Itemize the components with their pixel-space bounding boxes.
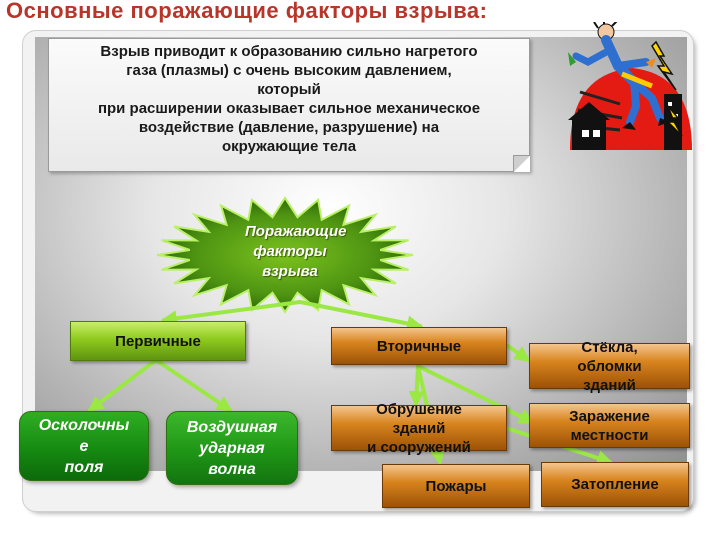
flooding-label: Затопление — [571, 476, 659, 493]
building-collapse-line: Обрушение — [376, 400, 462, 418]
secondary-factors-label: Вторичные — [376, 337, 462, 355]
building-collapse-line: и сооружений — [367, 438, 471, 456]
fragment-fields-line: е — [79, 437, 89, 455]
explanation-note: Взрыв приводит к образованию сильно нагр… — [48, 38, 530, 172]
building-collapse-line: зданий — [392, 419, 446, 437]
primary-factors-label: Первичные — [115, 332, 201, 350]
glass-debris-line: обломки — [577, 357, 642, 375]
fragment-fields-line: поля — [64, 458, 104, 476]
fragment-fields-line: Осколочны — [38, 416, 130, 434]
note-fold-corner — [513, 155, 530, 172]
fires-label: Пожары — [425, 477, 487, 495]
primary-factors-box: Первичные — [70, 321, 246, 361]
building-collapse-box: Обрушение зданий и сооружений — [331, 401, 507, 456]
shock-wave-line: ударная — [199, 439, 265, 457]
note-line: окружающие тела — [221, 138, 357, 155]
contamination-box: Заражение местности — [529, 403, 690, 448]
center-label-line: факторы — [253, 243, 327, 260]
fragment-fields-box: Осколочны е поля — [19, 411, 149, 481]
secondary-factors-box: Вторичные — [331, 327, 507, 365]
shock-wave-line: Воздушная — [186, 418, 278, 436]
note-line: газа (плазмы) с очень высоким давлением, — [126, 62, 452, 79]
note-line: Взрыв приводит к образованию сильно нагр… — [100, 43, 478, 60]
shock-wave-box: Воздушная ударная волна — [166, 411, 298, 485]
contamination-line: Заражение — [569, 407, 650, 425]
note-line: воздействие (давление, разрушение) на — [138, 119, 440, 136]
note-line: который — [257, 81, 321, 98]
center-label-line: Поражающие — [245, 223, 347, 240]
slide-title: Основные поражающие факторы взрыва: — [6, 0, 488, 23]
glass-debris-line: зданий — [583, 376, 636, 394]
explosion-person-thrown-icon — [568, 22, 692, 150]
shock-wave-line: волна — [208, 460, 256, 478]
center-label: Поражающие факторы взрыва — [245, 222, 347, 282]
contamination-line: местности — [570, 426, 649, 444]
flooding-box: Затопление — [541, 462, 689, 507]
glass-debris-box: Стёкла, обломки зданий — [529, 339, 690, 394]
glass-debris-line: Стёкла, — [581, 338, 638, 356]
note-line: при расширении оказывает сильное механич… — [97, 100, 481, 117]
fires-box: Пожары — [382, 464, 530, 508]
center-label-line: взрыва — [262, 263, 318, 280]
